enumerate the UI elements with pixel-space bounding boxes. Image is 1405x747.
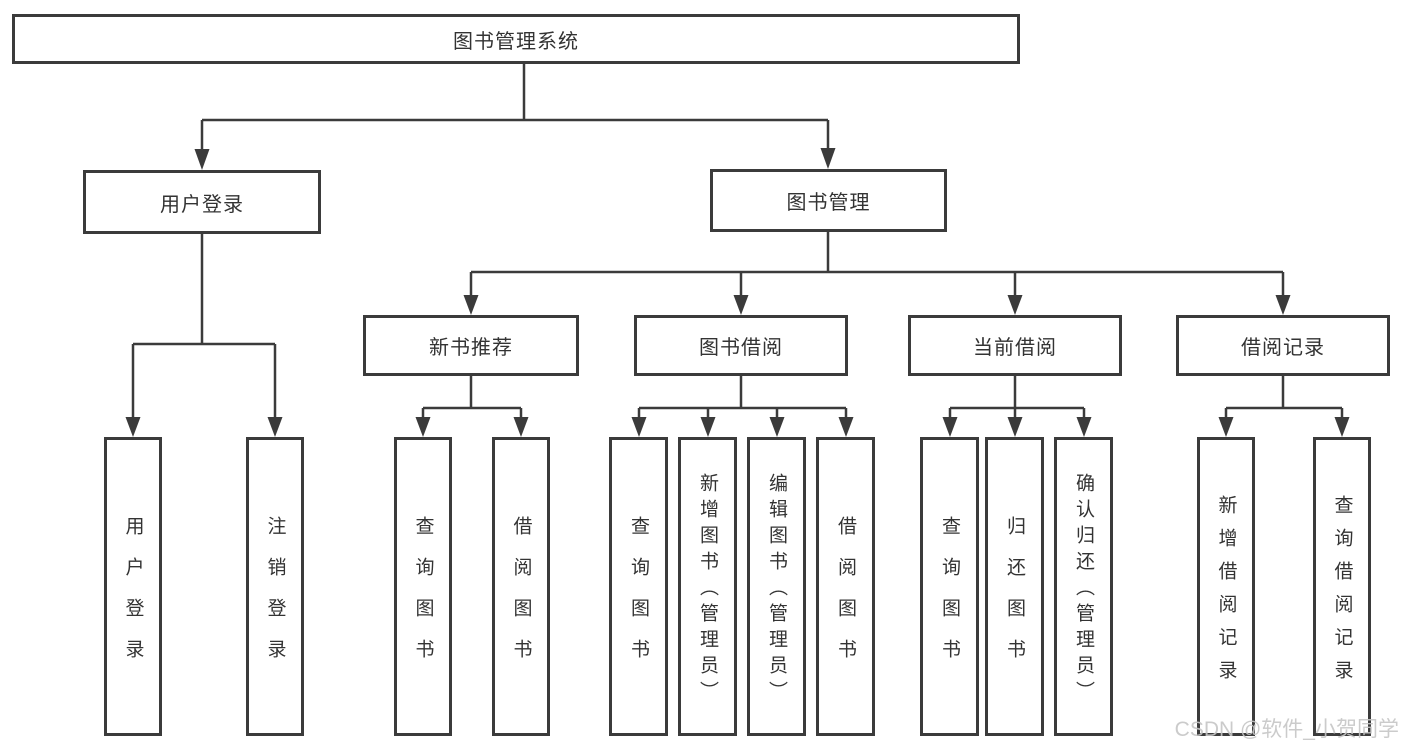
arrow-down-icon <box>1007 295 1023 315</box>
node-label: 归还图书 <box>1004 515 1025 680</box>
leaf-return-book: 归还图书 <box>985 437 1044 736</box>
node-label: 编辑图书（管理员） <box>766 473 787 707</box>
arrow-down-icon <box>415 417 431 437</box>
arrow-down-icon <box>1076 417 1092 437</box>
arrow-down-icon <box>463 295 479 315</box>
csdn-watermark: CSDN @软件_小贺同学 <box>1174 718 1399 741</box>
node-borrow-record: 借阅记录 <box>1176 315 1390 376</box>
node-root-library-system: 图书管理系统 <box>12 14 1020 64</box>
arrow-down-icon <box>942 417 958 437</box>
node-label: 借阅图书 <box>510 515 532 680</box>
leaf-logout: 注销登录 <box>246 437 304 736</box>
leaf-add-book-admin: 新增图书（管理员） <box>678 437 737 736</box>
leaf-add-borrow-record: 新增借阅记录 <box>1197 437 1255 736</box>
leaf-borrow-borrow-book: 借阅图书 <box>816 437 875 736</box>
node-book-borrow: 图书借阅 <box>634 315 848 376</box>
node-label: 新增借阅记录 <box>1215 494 1237 693</box>
arrow-down-icon <box>700 417 716 437</box>
arrow-down-icon <box>1218 417 1234 437</box>
arrow-down-icon <box>267 417 283 437</box>
node-label: 查询借阅记录 <box>1331 494 1353 693</box>
leaf-edit-book-admin: 编辑图书（管理员） <box>747 437 806 736</box>
node-label: 新书推荐 <box>429 337 513 359</box>
node-label: 新增图书（管理员） <box>697 473 718 707</box>
leaf-recommend-query-book: 查询图书 <box>394 437 452 736</box>
arrow-down-icon <box>820 148 836 169</box>
node-label: 查询图书 <box>939 515 960 680</box>
node-label: 注销登录 <box>264 515 286 680</box>
arrow-down-icon <box>838 417 854 437</box>
node-user-login: 用户登录 <box>83 170 321 234</box>
leaf-borrow-query-book: 查询图书 <box>609 437 668 736</box>
arrowhead-icons <box>125 148 1350 437</box>
node-label: 图书管理系统 <box>453 30 579 53</box>
node-label: 用户登录 <box>122 515 144 680</box>
arrow-down-icon <box>194 149 210 170</box>
arrow-down-icon <box>125 417 141 437</box>
arrow-down-icon <box>1334 417 1350 437</box>
arrow-down-icon <box>769 417 785 437</box>
node-label: 当前借阅 <box>973 337 1057 359</box>
node-label: 借阅图书 <box>835 515 856 680</box>
node-label: 借阅记录 <box>1241 337 1325 359</box>
node-label: 查询图书 <box>412 515 434 680</box>
node-label: 用户登录 <box>160 193 244 216</box>
node-label: 确认归还（管理员） <box>1073 473 1094 707</box>
arrow-down-icon <box>631 417 647 437</box>
arrow-down-icon <box>1275 295 1291 315</box>
leaf-user-login: 用户登录 <box>104 437 162 736</box>
leaf-query-borrow-record: 查询借阅记录 <box>1313 437 1371 736</box>
node-book-management: 图书管理 <box>710 169 947 232</box>
node-label: 图书管理 <box>786 192 871 214</box>
arrow-down-icon <box>733 295 749 315</box>
node-current-borrow: 当前借阅 <box>908 315 1122 376</box>
node-label: 图书借阅 <box>699 337 783 359</box>
node-new-book-recommend: 新书推荐 <box>363 315 579 376</box>
arrow-down-icon <box>513 417 529 437</box>
leaf-recommend-borrow-book: 借阅图书 <box>492 437 550 736</box>
leaf-confirm-return-admin: 确认归还（管理员） <box>1054 437 1113 736</box>
leaf-current-query-book: 查询图书 <box>920 437 979 736</box>
arrow-down-icon <box>1007 417 1023 437</box>
node-label: 查询图书 <box>628 515 649 680</box>
